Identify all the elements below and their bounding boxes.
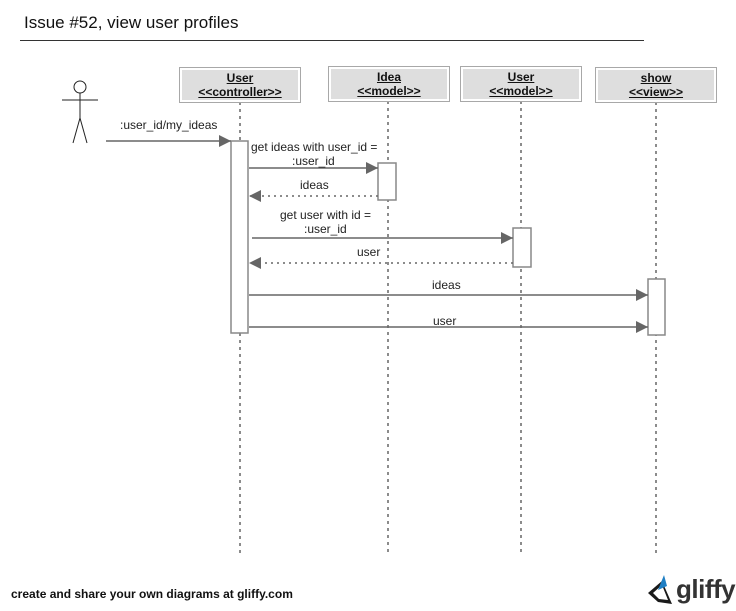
gliffy-logo-icon [648,575,672,604]
participant-stereotype: <<model>> [357,84,421,98]
footer-text: create and share your own diagrams at gl… [11,587,293,601]
gliffy-logo-text: gliffy [676,574,736,604]
participant-name: User [507,70,535,84]
message-label-get-ideas: get ideas with user_id = [251,140,378,154]
participant-stereotype: <<controller>> [198,85,282,99]
activation-user-model [512,227,532,268]
activation-show-view [647,278,666,336]
participant-idea-model: Idea <<model>> [328,66,450,102]
message-label-pass-ideas: ideas [432,278,461,292]
message-label-get-ideas-param: :user_id [292,154,335,168]
message-label-get-user: get user with id = [280,208,372,222]
message-label-get-user-param: :user_id [304,222,347,236]
title-underline [20,40,644,41]
participant-user-controller: User <<controller>> [179,67,301,103]
participant-stereotype: <<model>> [489,84,553,98]
participant-user-model: User <<model>> [460,66,582,102]
participant-show-view: show <<view>> [595,67,717,103]
diagram-title: Issue #52, view user profiles [24,13,239,32]
message-label-request: :user_id/my_ideas [120,118,218,132]
message-label-pass-user: user [433,314,457,328]
message-label-return-user: user [357,245,381,259]
participant-name: show [640,71,672,85]
participant-name: User [226,71,254,85]
activation-idea-model [377,162,397,201]
participant-stereotype: <<view>> [628,85,684,99]
actor-icon [62,80,98,144]
activation-user-controller [230,140,249,334]
participant-name: Idea [376,70,401,84]
message-label-return-ideas: ideas [300,178,329,192]
